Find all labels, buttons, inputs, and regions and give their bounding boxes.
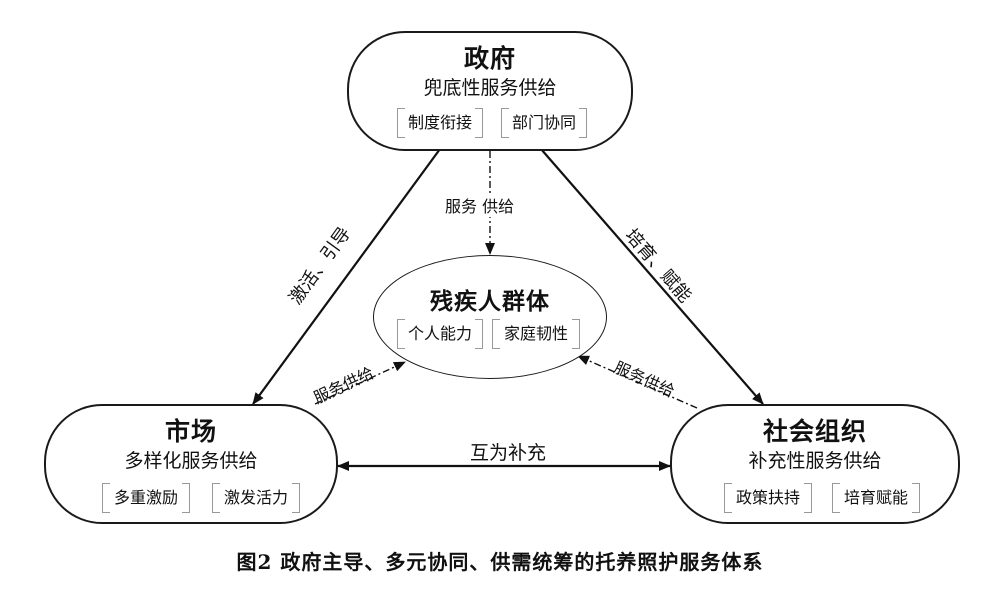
government-title: 政府 [463,44,516,73]
market-node: 市场 多样化服务供给 多重激励 激发活力 [44,404,338,524]
disabled-group-node: 残疾人群体 个人能力 家庭韧性 [373,255,607,379]
group-title: 残疾人群体 [430,289,550,315]
market-title: 市场 [164,417,217,446]
government-node: 政府 兜底性服务供给 制度衔接 部门协同 [347,31,633,151]
social-tag-1: 政策扶持 [724,483,812,513]
government-tag-1: 制度衔接 [397,108,483,138]
arrow-social-to-group [577,355,698,409]
social-org-node: 社会组织 补充性服务供给 政策扶持 培育赋能 [670,404,960,524]
figure-caption: 图2 政府主导、多元协同、供需统筹的托养照护服务体系 [236,550,764,574]
market-tag-1: 多重激励 [102,483,190,513]
edge-label-market-social: 互为补充 [470,442,547,464]
government-subtitle: 兜底性服务供给 [423,77,557,99]
arrow-gov-to-market [252,148,441,405]
market-subtitle: 多样化服务供给 [124,450,258,472]
social-subtitle: 补充性服务供给 [748,450,882,472]
social-title: 社会组织 [762,417,867,446]
market-tag-2: 激发活力 [212,483,300,513]
government-tag-2: 部门协同 [501,108,587,138]
social-tag-2: 培育赋能 [832,483,920,513]
arrow-gov-to-social [540,148,764,405]
edge-label-gov-group: 服务 供给 [444,193,516,217]
arrow-market-to-group [314,361,406,405]
group-tag-1: 个人能力 [397,319,483,349]
group-tag-2: 家庭韧性 [492,319,580,349]
